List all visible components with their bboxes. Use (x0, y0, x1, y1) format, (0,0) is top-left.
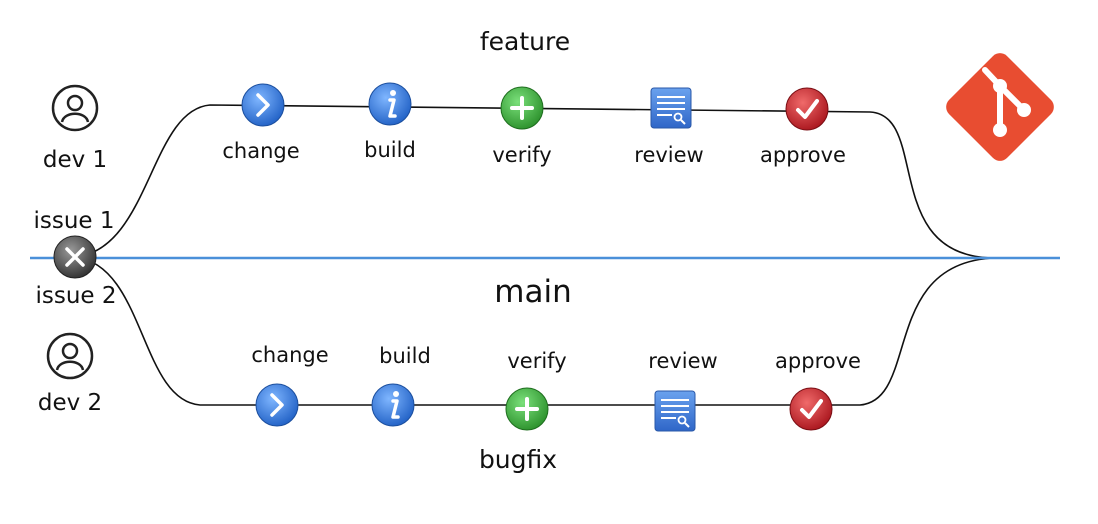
main-branch-label: main (494, 274, 571, 310)
bugfix-step-change: change (251, 343, 329, 427)
plus-icon (510, 96, 534, 120)
step-label: change (222, 139, 299, 163)
document-search-icon (657, 96, 686, 125)
bugfix-step-review: review (648, 349, 718, 432)
git-logo-icon (946, 53, 1054, 161)
step-label: build (379, 344, 431, 368)
dev2-label: dev 2 (38, 390, 102, 416)
feature-step-change: change (222, 83, 300, 163)
bugfix-step-approve: approve (775, 349, 861, 431)
step-label: change (251, 343, 328, 367)
bugfix-branch-label: bugfix (479, 445, 557, 474)
feature-step-verify: verify (492, 86, 552, 167)
bugfix-branch-line (74, 256, 996, 406)
user-icon (46, 332, 94, 380)
document-search-icon (661, 399, 690, 428)
info-icon (388, 90, 397, 118)
chevron-right-icon (256, 93, 270, 117)
step-label: verify (507, 349, 566, 373)
checkmark-icon (800, 399, 823, 419)
bugfix-step-verify: verify (505, 349, 567, 431)
step-label: review (634, 143, 703, 167)
feature-step-approve: approve (760, 87, 846, 167)
chevron-right-icon (270, 393, 284, 417)
step-label: build (364, 138, 416, 162)
close-icon (65, 247, 85, 267)
dev1-label: dev 1 (43, 147, 107, 173)
step-label: approve (760, 143, 846, 167)
issue1-label: issue 1 (33, 208, 114, 234)
feature-step-review: review (634, 87, 704, 167)
plus-icon (515, 397, 539, 421)
bugfix-step-build: build (371, 344, 431, 427)
step-label: approve (775, 349, 861, 373)
feature-branch-label: feature (480, 27, 570, 56)
user-icon (51, 84, 99, 132)
checkmark-icon (796, 99, 819, 119)
info-icon (391, 391, 400, 419)
issue-start-node (53, 235, 97, 279)
feature-branch-line (74, 104, 996, 259)
step-label: verify (492, 143, 551, 167)
feature-step-build: build (364, 82, 416, 162)
issue2-label: issue 2 (35, 283, 116, 309)
step-label: review (648, 349, 717, 373)
